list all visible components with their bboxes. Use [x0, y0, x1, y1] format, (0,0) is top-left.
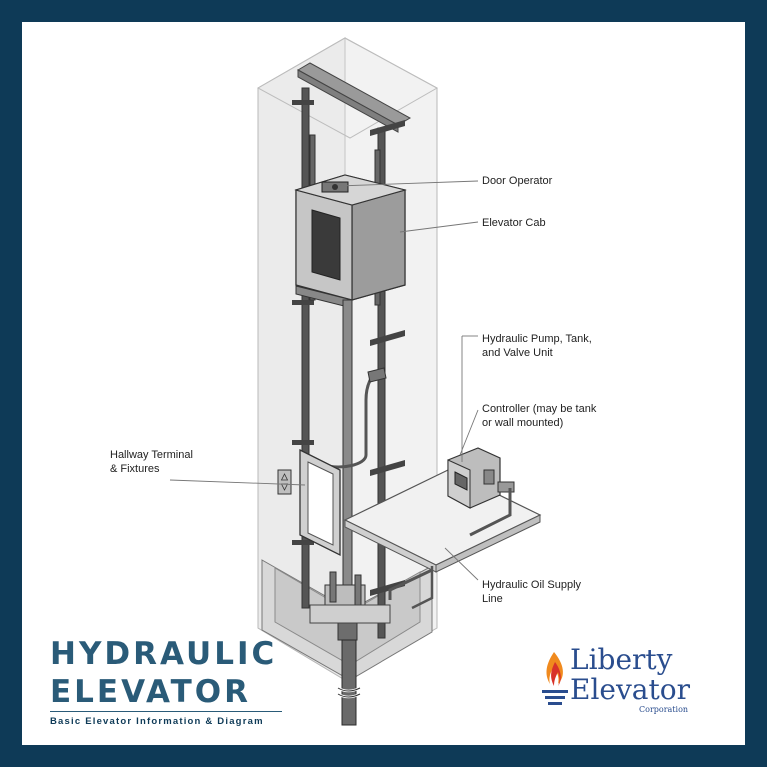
label-controller-line2: or wall mounted)	[482, 417, 564, 429]
hallway-door	[299, 448, 341, 557]
label-hallway-line2: & Fixtures	[110, 463, 160, 475]
label-oil-line2: Line	[482, 593, 503, 605]
door-operator	[321, 181, 349, 193]
title-line1: HYDRAULIC	[50, 636, 278, 672]
pit-buffers	[309, 571, 391, 624]
title-line2: ELEVATOR	[50, 674, 251, 710]
label-pump-line2: and Valve Unit	[482, 347, 553, 359]
brand-name-line1: Liberty	[570, 643, 673, 676]
label-elevator-cab: Elevator Cab	[482, 217, 546, 229]
torch-flame-icon	[542, 652, 568, 705]
hose-bracket	[367, 367, 387, 383]
brand-name-line3: Corporation	[639, 705, 689, 714]
hall-fixture	[277, 469, 292, 495]
subtitle: Basic Elevator Information & Diagram	[50, 716, 264, 727]
brand-name-line2: Elevator	[570, 673, 690, 706]
top-beam	[296, 62, 412, 133]
elevator-cab	[294, 174, 407, 309]
label-hallway-line1: Hallway Terminal	[110, 449, 193, 461]
label-door-operator: Door Operator	[482, 175, 553, 187]
callout-leaders	[169, 180, 479, 581]
guide-rails	[292, 87, 405, 639]
label-pump-line1: Hydraulic Pump, Tank,	[482, 333, 592, 345]
pump-unit	[447, 447, 515, 509]
label-oil-line1: Hydraulic Oil Supply	[482, 579, 582, 591]
title-underline	[50, 711, 282, 712]
oil-supply-line	[388, 488, 512, 610]
label-controller-line1: Controller (may be tank	[482, 403, 597, 415]
